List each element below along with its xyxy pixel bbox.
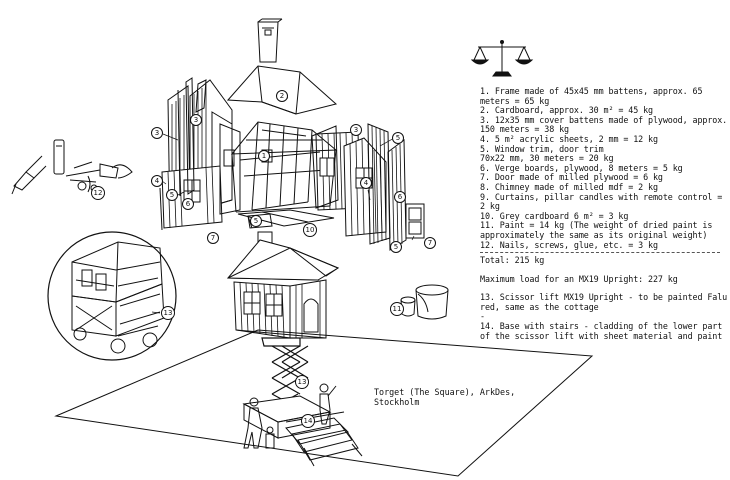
legend-item-9: 9. Curtains, pillar candles with remote … [480,191,728,212]
balance-scale-icon [472,41,532,77]
svg-text:13: 13 [298,378,307,386]
svg-text:4: 4 [364,179,369,187]
svg-text:2: 2 [280,92,284,100]
legend-item-13: 13. Scissor lift MX19 Upright - to be pa… [480,292,728,312]
svg-text:4: 4 [155,177,160,185]
svg-text:3: 3 [155,129,159,137]
batten-parts [178,78,206,196]
marker-left-wall: 3 [152,128,163,139]
scissor-lift-detail [72,242,164,353]
materials-legend: 1. Frame made of 45x45 mm battens, appro… [480,86,728,341]
marker-paint: 11 [391,303,404,316]
marker-frame: 1 [259,151,270,162]
legend-item-5: 5. Window trim, door trim 70x22 mm, 30 m… [480,143,614,164]
svg-text:5: 5 [394,243,398,251]
marker-base: 14 [302,415,315,428]
legend-dash: - [480,311,485,322]
marker-right-trim-bottom: 5 [391,242,402,253]
svg-text:7: 7 [428,239,432,247]
left-wall-parts [160,80,240,230]
svg-text:3: 3 [354,126,358,134]
plaza-outline [56,330,592,476]
legend-item-1: 1. Frame made of 45x45 mm battens, appro… [480,86,708,106]
marker-right-window: 4 [361,178,372,189]
marker-right-wall: 3 [351,125,362,136]
marker-tools: 12 [92,187,105,200]
marker-right-eave: 6 [395,192,406,203]
paint-buckets [401,285,448,319]
svg-text:1: 1 [262,152,266,160]
marker-lift-main: 13 [296,376,309,389]
marker-left-panel: 4 [152,176,163,187]
svg-text:5: 5 [396,134,400,142]
svg-text:14: 14 [304,417,313,425]
lift-detail-circle [48,232,176,360]
roof-part [228,66,336,114]
legend-item-14: 14. Base with stairs - cladding of the l… [480,321,728,341]
svg-text:11: 11 [393,305,402,313]
legend-item-7: 7. Door made of milled plywood = 6 kg [480,172,663,183]
legend-item-10: 10. Grey cardboard 6 m² = 3 kg [480,210,629,221]
marker-right-trim-top: 5 [393,133,404,144]
svg-text:10: 10 [306,226,315,234]
svg-text:5: 5 [254,217,258,225]
legend-total: Total: 215 kg [480,255,545,266]
marker-upper-left: 3 [191,115,202,126]
marker-left-door: 7 [208,233,219,244]
svg-text:12: 12 [94,189,103,197]
legend-divider [480,252,720,254]
marker-right-door: 7 [425,238,436,249]
svg-text:5: 5 [170,191,174,199]
marker-lift-detail: 13 [162,307,175,320]
legend-max-load: Maximum load for an MX19 Upright: 227 kg [480,273,678,284]
svg-text:13: 13 [164,309,173,317]
tools-icon [12,140,132,194]
svg-text:6: 6 [186,200,191,208]
legend-item-2: 2. Cardboard, approx. 30 m² = 45 kg [480,105,653,116]
svg-text:7: 7 [211,234,215,242]
people [244,384,336,448]
legend-item-6: 6. Verge boards, plywood, 8 meters = 5 k… [480,162,683,173]
frame-part [232,122,336,212]
marker-left-trim: 5 [167,190,178,201]
legend-item-8: 8. Chimney made of milled mdf = 2 kg [480,181,658,192]
marker-base-card: 10 [304,224,317,237]
svg-text:3: 3 [194,116,198,124]
legend-item-4: 4. 5 m² acrylic sheets, 2 mm = 12 kg [480,133,658,144]
marker-left-eave: 6 [183,199,194,210]
legend-item-11: 11. Paint = 14 kg (The weight of dried p… [480,220,718,240]
location-caption: Torget (The Square), ArkDes, Stockholm [374,387,516,407]
legend-item-12: 12. Nails, screws, glue, etc. = 3 kg [480,239,658,250]
base-cardboard-part [238,210,334,228]
svg-text:6: 6 [398,193,403,201]
callout-markers: 2 1 3 4 5 6 7 5 10 3 4 5 5 6 7 3 13 13 1… [92,91,436,428]
marker-roof: 2 [277,91,288,102]
assembled-cottage [228,232,338,338]
legend-item-3: 3. 12x35 mm cover battens made of plywoo… [480,114,728,135]
chimney-part [258,19,282,62]
marker-center-trim: 5 [251,216,262,227]
